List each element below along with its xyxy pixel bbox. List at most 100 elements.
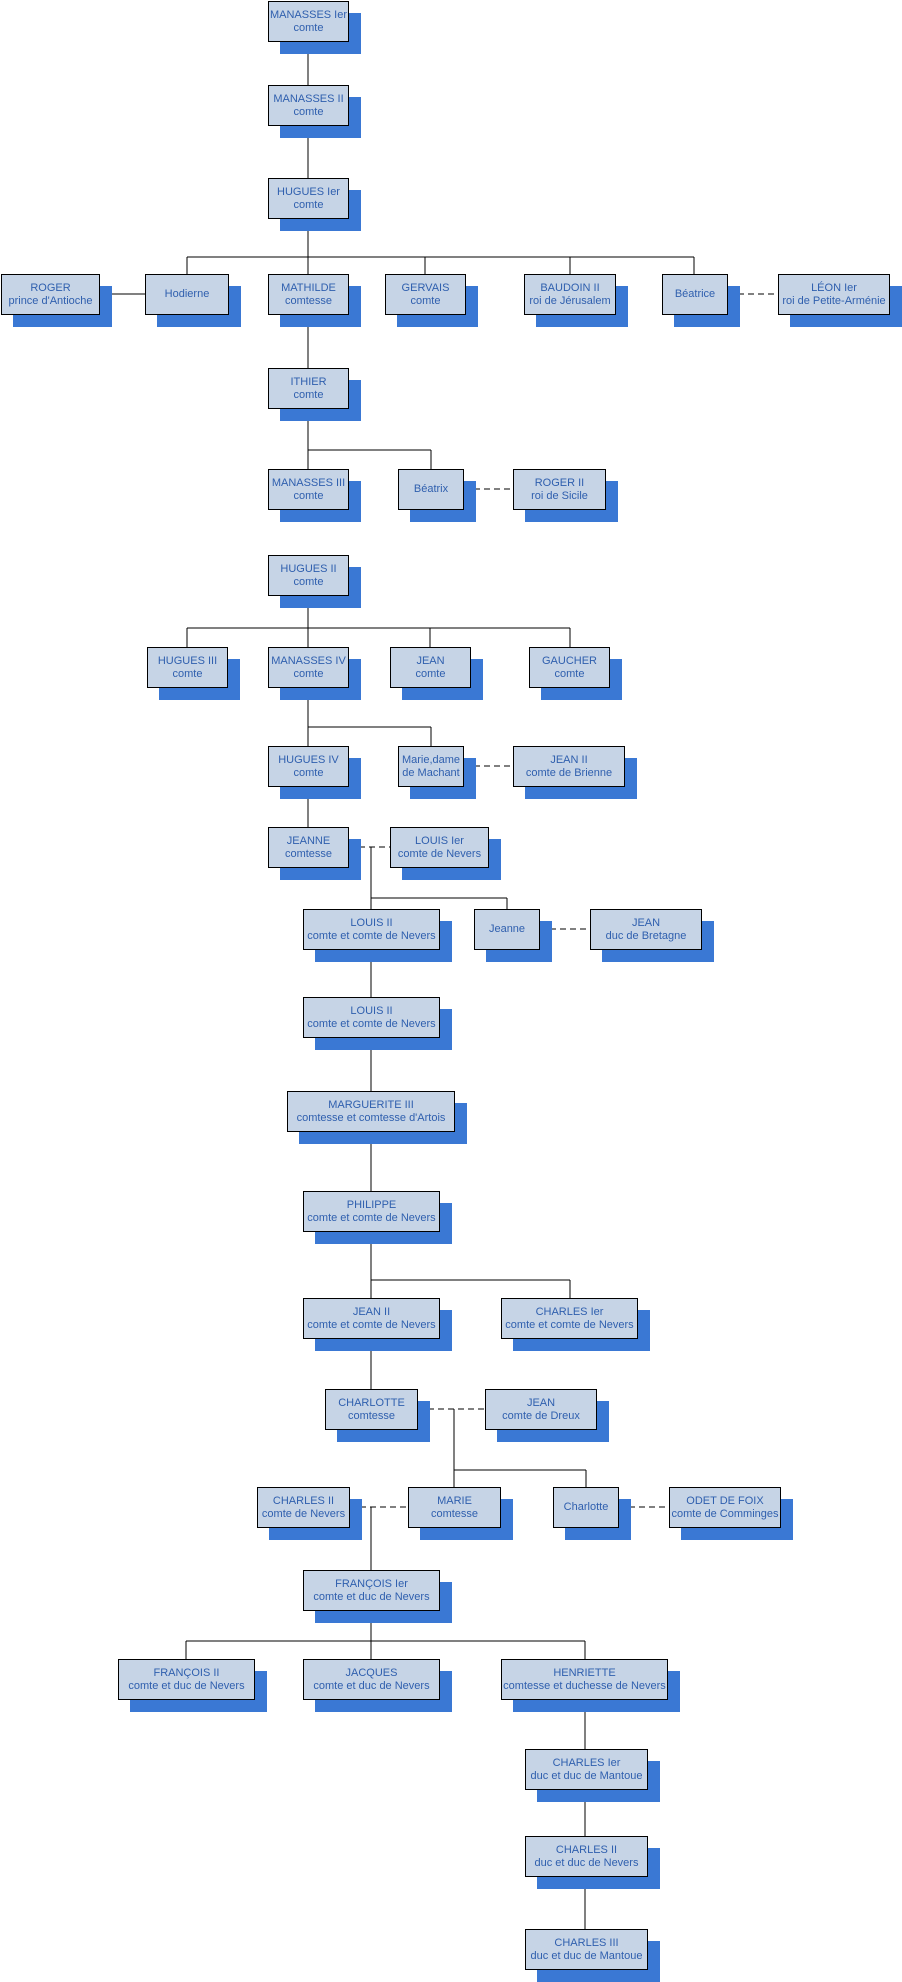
person-title: duc et duc de Mantoue: [530, 1769, 643, 1782]
person-title: comte: [293, 21, 324, 34]
person-title: comte et comte de Nevers: [307, 1318, 436, 1331]
person-title: comte de Brienne: [525, 766, 613, 779]
person-box-beatrix: Béatrix: [398, 469, 464, 510]
person-name: JEAN: [416, 654, 445, 667]
person-box-charlotte2: Charlotte: [553, 1487, 619, 1528]
person-name: LÉON Ier: [811, 281, 857, 294]
person-name: CHARLES Ier: [535, 1305, 604, 1318]
person-title: comte et duc de Nevers: [313, 1590, 430, 1603]
person-name: GAUCHER: [541, 654, 597, 667]
person-title: comte: [415, 667, 446, 680]
person-name: CHARLES Ier: [552, 1756, 621, 1769]
person-title: duc de Bretagne: [605, 929, 687, 942]
person-name: JEANNE: [286, 834, 331, 847]
person-name: Charlotte: [563, 1501, 609, 1513]
person-name: ITHIER: [290, 375, 327, 388]
person-name: MANASSES Ier: [269, 8, 348, 21]
person-name: MARIE: [437, 1494, 472, 1507]
person-name: MARGUERITE III: [328, 1098, 414, 1111]
person-name: MANASSES IV: [271, 654, 346, 667]
person-title: comte: [293, 198, 324, 211]
person-title: roi de Jérusalem: [529, 294, 611, 307]
person-title: comtesse: [284, 294, 333, 307]
person-title: comte et comte de Nevers: [307, 929, 436, 942]
person-name: Marie,dame: [401, 753, 461, 766]
person-name: Béatrice: [674, 288, 716, 300]
person-name: JACQUES: [345, 1666, 398, 1679]
person-name: FRANÇOIS Ier: [335, 1577, 408, 1590]
person-name: JEAN II: [352, 1305, 391, 1318]
person-name: CHARLES II: [272, 1494, 335, 1507]
person-title: comtesse: [347, 1409, 396, 1422]
person-name: Hodierne: [164, 288, 210, 300]
person-title: comte et duc de Nevers: [313, 1679, 430, 1692]
person-name: HUGUES II: [280, 562, 337, 575]
person-name: PHILIPPE: [346, 1198, 397, 1211]
person-title: comte: [293, 667, 324, 680]
person-box-hodierne: Hodierne: [145, 274, 229, 315]
person-name: CHARLES II: [555, 1843, 618, 1856]
person-title: comte et comte de Nevers: [505, 1318, 634, 1331]
person-name: ROGER II: [534, 476, 585, 489]
person-name: HUGUES Ier: [277, 185, 340, 198]
person-title: duc et duc de Nevers: [534, 1856, 639, 1869]
person-title: comte: [172, 667, 203, 680]
person-title: comte de Comminges: [671, 1507, 779, 1520]
person-name: JEAN II: [550, 753, 588, 766]
person-title: roi de Sicile: [531, 489, 588, 502]
person-title: comte: [293, 766, 324, 779]
person-name: Béatrix: [413, 483, 449, 495]
person-name: MANASSES II: [273, 92, 344, 105]
person-title: prince d'Antioche: [8, 294, 93, 307]
person-name: JEAN: [631, 916, 661, 929]
person-title: comte de Dreux: [502, 1409, 580, 1422]
person-name: CHARLOTTE: [338, 1396, 405, 1409]
person-title: de Machant: [402, 766, 460, 779]
person-name: LOUIS Ier: [415, 834, 464, 847]
person-title: comte: [293, 105, 324, 118]
person-name: ODET DE FOIX: [686, 1494, 764, 1507]
person-box-jeanne2: Jeanne: [474, 909, 540, 950]
person-title: comtesse: [284, 847, 333, 860]
person-title: comtesse: [430, 1507, 479, 1520]
person-name: GERVAIS: [401, 281, 450, 294]
person-title: comtesse et duchesse de Nevers: [503, 1679, 666, 1692]
person-name: ROGER: [30, 281, 71, 294]
